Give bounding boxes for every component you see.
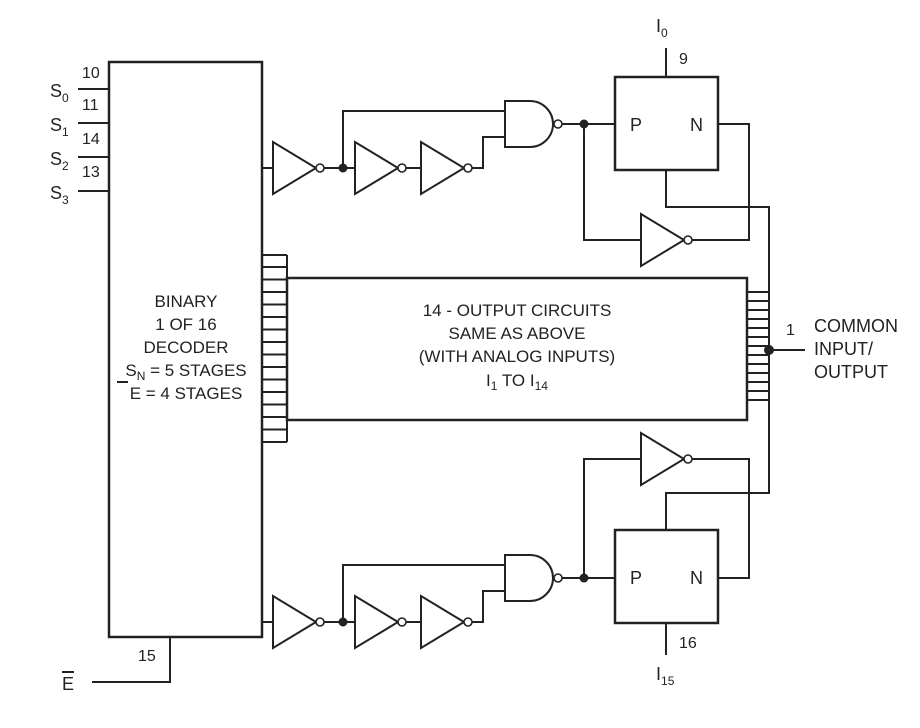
middle-to-text: TO I xyxy=(497,371,534,390)
top-wire-to-inv4 xyxy=(583,124,641,241)
bottom-wire-to-n-gate xyxy=(692,458,750,579)
middle-label-line2: SAME AS ABOVE xyxy=(448,324,585,343)
output-circuits-label: 14 - OUTPUT CIRCUITS SAME AS ABOVE (WITH… xyxy=(419,301,615,393)
bottom-inverter-1-bubble xyxy=(315,617,325,627)
top-pin-number: 9 xyxy=(679,51,688,68)
common-output-junction xyxy=(764,345,774,355)
bottom-wire-to-inv4 xyxy=(583,458,641,578)
s1-label: S1 xyxy=(50,115,69,139)
top-wire-to-nand-b xyxy=(472,136,505,169)
common-output-label-line1: COMMON xyxy=(814,316,898,336)
top-nand-gate xyxy=(504,100,554,148)
bottom-p-label: P xyxy=(630,568,642,588)
decoder-label-line5: E = 4 STAGES xyxy=(130,384,243,403)
s0-main: S xyxy=(50,81,62,101)
s1-pin-number: 11 xyxy=(82,97,99,114)
s3-label: S3 xyxy=(50,183,69,207)
top-inverter-3 xyxy=(420,140,466,196)
decoder-label: BINARY 1 OF 16 DECODER SN = 5 STAGES E =… xyxy=(117,292,247,403)
top-inverter-4 xyxy=(640,212,686,268)
s3-pin-number: 13 xyxy=(82,164,100,181)
bottom-wire-to-nand-a xyxy=(342,564,505,622)
bottom-nand-gate xyxy=(504,554,554,602)
top-inverter-1-bubble xyxy=(315,163,325,173)
top-analog-main: I xyxy=(656,16,661,36)
s3-main: S xyxy=(50,183,62,203)
s0-label: S0 xyxy=(50,81,69,105)
enable-wire xyxy=(92,637,171,683)
middle-label-line3: (WITH ANALOG INPUTS) xyxy=(419,347,615,366)
top-inverter-2-bubble xyxy=(397,163,407,173)
top-p-label: P xyxy=(630,115,642,135)
top-n-label: N xyxy=(690,115,703,135)
s1-sub: 1 xyxy=(62,125,69,139)
bottom-output-wire xyxy=(665,408,770,530)
decoder-sn-sub: N xyxy=(137,369,146,383)
bottom-n-label: N xyxy=(690,568,703,588)
s2-label: S2 xyxy=(50,149,69,173)
bottom-inverter-4-bubble xyxy=(683,454,693,464)
s2-main: S xyxy=(50,149,62,169)
bottom-inverter-2 xyxy=(354,594,400,650)
bottom-analog-sub: 15 xyxy=(661,674,675,688)
top-switch-box xyxy=(613,75,720,172)
enable-label: E xyxy=(62,674,74,694)
bottom-analog-label: I15 xyxy=(656,664,675,688)
decoder-label-line4: SN = 5 STAGES xyxy=(125,361,246,383)
top-inverter-4-bubble xyxy=(683,235,693,245)
decoder-e-main: E xyxy=(130,384,141,403)
decoder-e-rest: = 4 STAGES xyxy=(141,384,242,403)
s0-sub: 0 xyxy=(62,91,69,105)
top-inverter-2 xyxy=(354,140,400,196)
bottom-nand-bubble xyxy=(553,573,563,583)
top-channel: P N I0 9 xyxy=(262,16,770,292)
middle-label-line1: 14 - OUTPUT CIRCUITS xyxy=(423,301,612,320)
middle-i14-sub: 14 xyxy=(535,379,549,393)
bottom-inverter-1 xyxy=(272,594,318,650)
decoder-sn-rest: = 5 STAGES xyxy=(145,361,246,380)
top-inverter-1 xyxy=(272,140,318,196)
bottom-inverter-3 xyxy=(420,594,466,650)
bottom-channel: P N I15 16 xyxy=(262,408,770,688)
s2-pin-number: 14 xyxy=(82,131,100,148)
bottom-wire-to-nand-b xyxy=(472,590,505,623)
bottom-inverter-4 xyxy=(640,431,686,487)
top-output-wire xyxy=(665,170,770,292)
top-nand-bubble xyxy=(553,119,563,129)
s0-pin-number: 10 xyxy=(82,65,100,82)
output-circuits-block xyxy=(285,276,749,422)
common-output: 1 COMMON INPUT/ OUTPUT xyxy=(764,316,898,382)
middle-i1-main: I xyxy=(486,371,491,390)
decoder-label-line1: BINARY xyxy=(155,292,218,311)
middle-i1-sub: 1 xyxy=(491,379,498,393)
decoder-label-line2: 1 OF 16 xyxy=(155,315,216,334)
s1-main: S xyxy=(50,115,62,135)
enable-input: E 15 xyxy=(62,637,171,694)
top-analog-label: I0 xyxy=(656,16,668,40)
bottom-switch-box xyxy=(613,528,720,625)
top-wire-to-n-gate xyxy=(692,123,750,241)
bottom-inverter-3-bubble xyxy=(463,617,473,627)
decoder-sn-main: S xyxy=(125,361,136,380)
bottom-analog-main: I xyxy=(656,664,661,684)
common-output-label-line3: OUTPUT xyxy=(814,362,888,382)
decoder-label-line3: DECODER xyxy=(143,338,228,357)
decoder-bus-lines xyxy=(262,266,287,431)
bottom-pin-number: 16 xyxy=(679,635,697,652)
decoder-block xyxy=(107,60,264,639)
bottom-inverter-2-bubble xyxy=(397,617,407,627)
common-output-pin-number: 1 xyxy=(786,322,795,339)
common-output-label-line2: INPUT/ xyxy=(814,339,873,359)
select-inputs: S0 S1 S2 S3 10 11 14 13 xyxy=(50,65,109,207)
s3-sub: 3 xyxy=(62,193,69,207)
enable-pin-number: 15 xyxy=(138,648,156,665)
top-analog-sub: 0 xyxy=(661,26,668,40)
top-wire-to-nand-a xyxy=(342,110,505,168)
s2-sub: 2 xyxy=(62,159,69,173)
top-inverter-3-bubble xyxy=(463,163,473,173)
middle-label-line4: I1 TO I14 xyxy=(486,371,548,393)
output-bus-lines xyxy=(747,291,769,401)
